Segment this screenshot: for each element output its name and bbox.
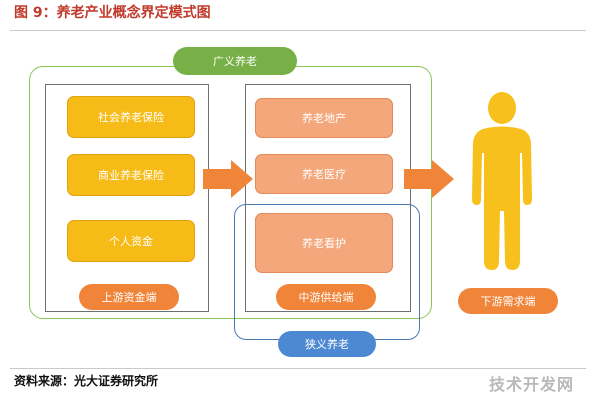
figure-title: 图 9：养老产业概念界定模式图 (14, 5, 211, 21)
pension-medical-box: 养老医疗 (255, 154, 393, 194)
person-icon (472, 92, 532, 270)
upstream-funding-label: 上游资金端 (79, 284, 179, 310)
social-pension-insurance-box: 社会养老保险 (67, 96, 195, 138)
right-arrow-icon (203, 160, 253, 198)
commercial-pension-insurance-box: 商业养老保险 (67, 154, 195, 196)
right-arrow-icon (404, 160, 454, 198)
pension-real-estate-box: 养老地产 (255, 98, 393, 138)
top-rule (10, 30, 586, 31)
midstream-frame (245, 84, 411, 312)
personal-funds-box: 个人资金 (67, 220, 195, 262)
downstream-demand-label: 下游需求端 (458, 288, 558, 314)
watermark: 技术开发网 (489, 375, 575, 394)
pension-care-box: 养老看护 (255, 213, 393, 273)
source-note: 资料来源：光大证券研究所 (14, 374, 159, 388)
bottom-rule (10, 368, 586, 369)
narrow-pension-label: 狭义养老 (278, 331, 376, 357)
midstream-supply-label: 中游供给端 (276, 284, 376, 310)
broad-pension-label: 广义养老 (173, 47, 297, 75)
upstream-frame (45, 84, 209, 312)
